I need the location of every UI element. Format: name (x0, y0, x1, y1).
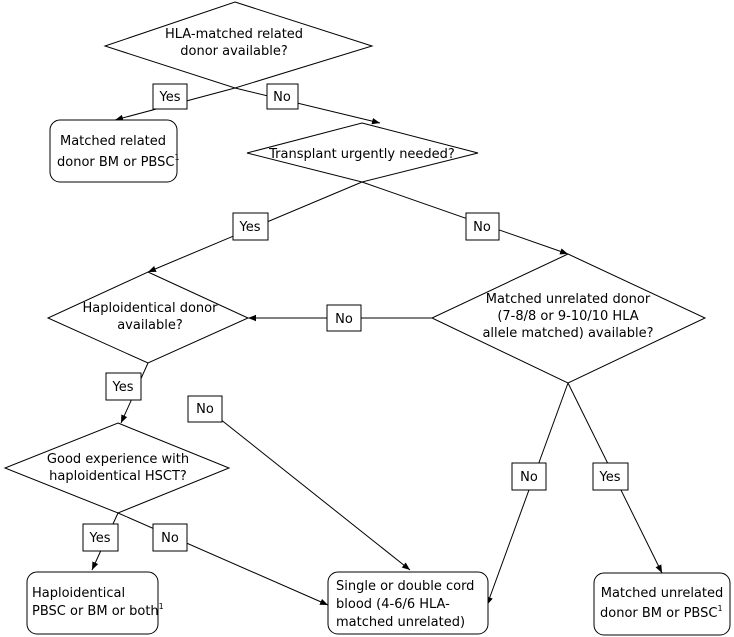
result-cord-blood: Single or double cord blood (4-6/6 HLA- … (327, 571, 489, 635)
node-text-line: allele matched) available? (482, 326, 653, 341)
decision-haploidentical-donor-available: Haploidentical donor available? (46, 271, 250, 364)
edge-label-haplo-no: No (187, 395, 223, 423)
edge-label-text: No (273, 90, 291, 105)
result-haploidentical: Haploidentical PBSC or BM or both1 (26, 571, 164, 635)
node-text-line: donor available? (180, 44, 287, 59)
node-text-line: matched unrelated) (336, 615, 465, 630)
edge-label-experience-no: No (152, 523, 188, 552)
edge-label-related-no: No (266, 83, 299, 110)
node-text-line: Matched unrelated donor (486, 292, 651, 307)
node-text-line: available? (117, 318, 183, 333)
node-text-line: Transplant urgently needed? (268, 147, 455, 162)
node-text-line: Haploidentical (32, 586, 125, 601)
edge-label-urgent-yes: Yes (232, 212, 269, 241)
edge-unrelated-no (486, 382, 569, 606)
node-text-line: Matched unrelated (601, 586, 724, 601)
edge-label-experience-yes: Yes (82, 523, 119, 552)
edge-related-no (234, 87, 381, 125)
edge-label-text: No (161, 531, 179, 546)
node-text-line: blood (4-6/6 HLA- (336, 597, 450, 612)
edge-label-text: No (473, 220, 491, 235)
edge-label-text: Yes (89, 531, 111, 546)
edge-label-text: No (335, 312, 353, 327)
edge-label-text: Yes (599, 470, 621, 485)
edge-label-related-yes: Yes (152, 83, 188, 110)
edge-label-unrelated-to-haplo-no: No (326, 304, 362, 332)
edge-urgent-no (361, 181, 569, 255)
edge-label-unrelated-yes: Yes (592, 462, 629, 491)
edge-label-haplo-yes: Yes (105, 372, 142, 401)
edge-label-urgent-no: No (465, 212, 500, 241)
node-text-line: Single or double cord (336, 579, 474, 594)
edge-haplo-no (214, 414, 411, 571)
decision-hla-matched-related: HLA-matched related donor available? (103, 1, 374, 89)
edge-label-text: Yes (112, 380, 134, 395)
node-text-line: PBSC or BM or both1 (32, 602, 164, 619)
node-text-line: Haploidentical donor (83, 301, 219, 316)
node-text-line: HLA-matched related (165, 27, 303, 42)
node-text-line: haploidentical HSCT? (49, 469, 187, 484)
decision-transplant-urgently-needed: Transplant urgently needed? (246, 122, 479, 183)
edge-label-text: Yes (239, 220, 261, 235)
edge-label-text: Yes (159, 90, 181, 105)
node-text-line: (7-8/8 or 9-10/10 HLA (497, 309, 638, 324)
edge-label-text: No (520, 470, 538, 485)
result-matched-unrelated-donor: Matched unrelated donor BM or PBSC1 (593, 572, 731, 636)
node-text-line: donor BM or PBSC1 (600, 604, 723, 621)
edge-label-text: No (196, 402, 214, 417)
decision-good-experience-haploidentical: Good experience with haploidentical HSCT… (3, 422, 231, 514)
node-text-line: donor BM or PBSC1 (57, 153, 180, 170)
result-matched-related-donor: Matched related donor BM or PBSC1 (49, 119, 180, 183)
node-text-line: Matched related (60, 134, 166, 149)
node-text-line: Good experience with (47, 452, 189, 467)
edge-label-unrelated-no: No (511, 462, 547, 491)
decision-matched-unrelated-donor-available: Matched unrelated donor (7-8/8 or 9-10/1… (430, 253, 707, 384)
